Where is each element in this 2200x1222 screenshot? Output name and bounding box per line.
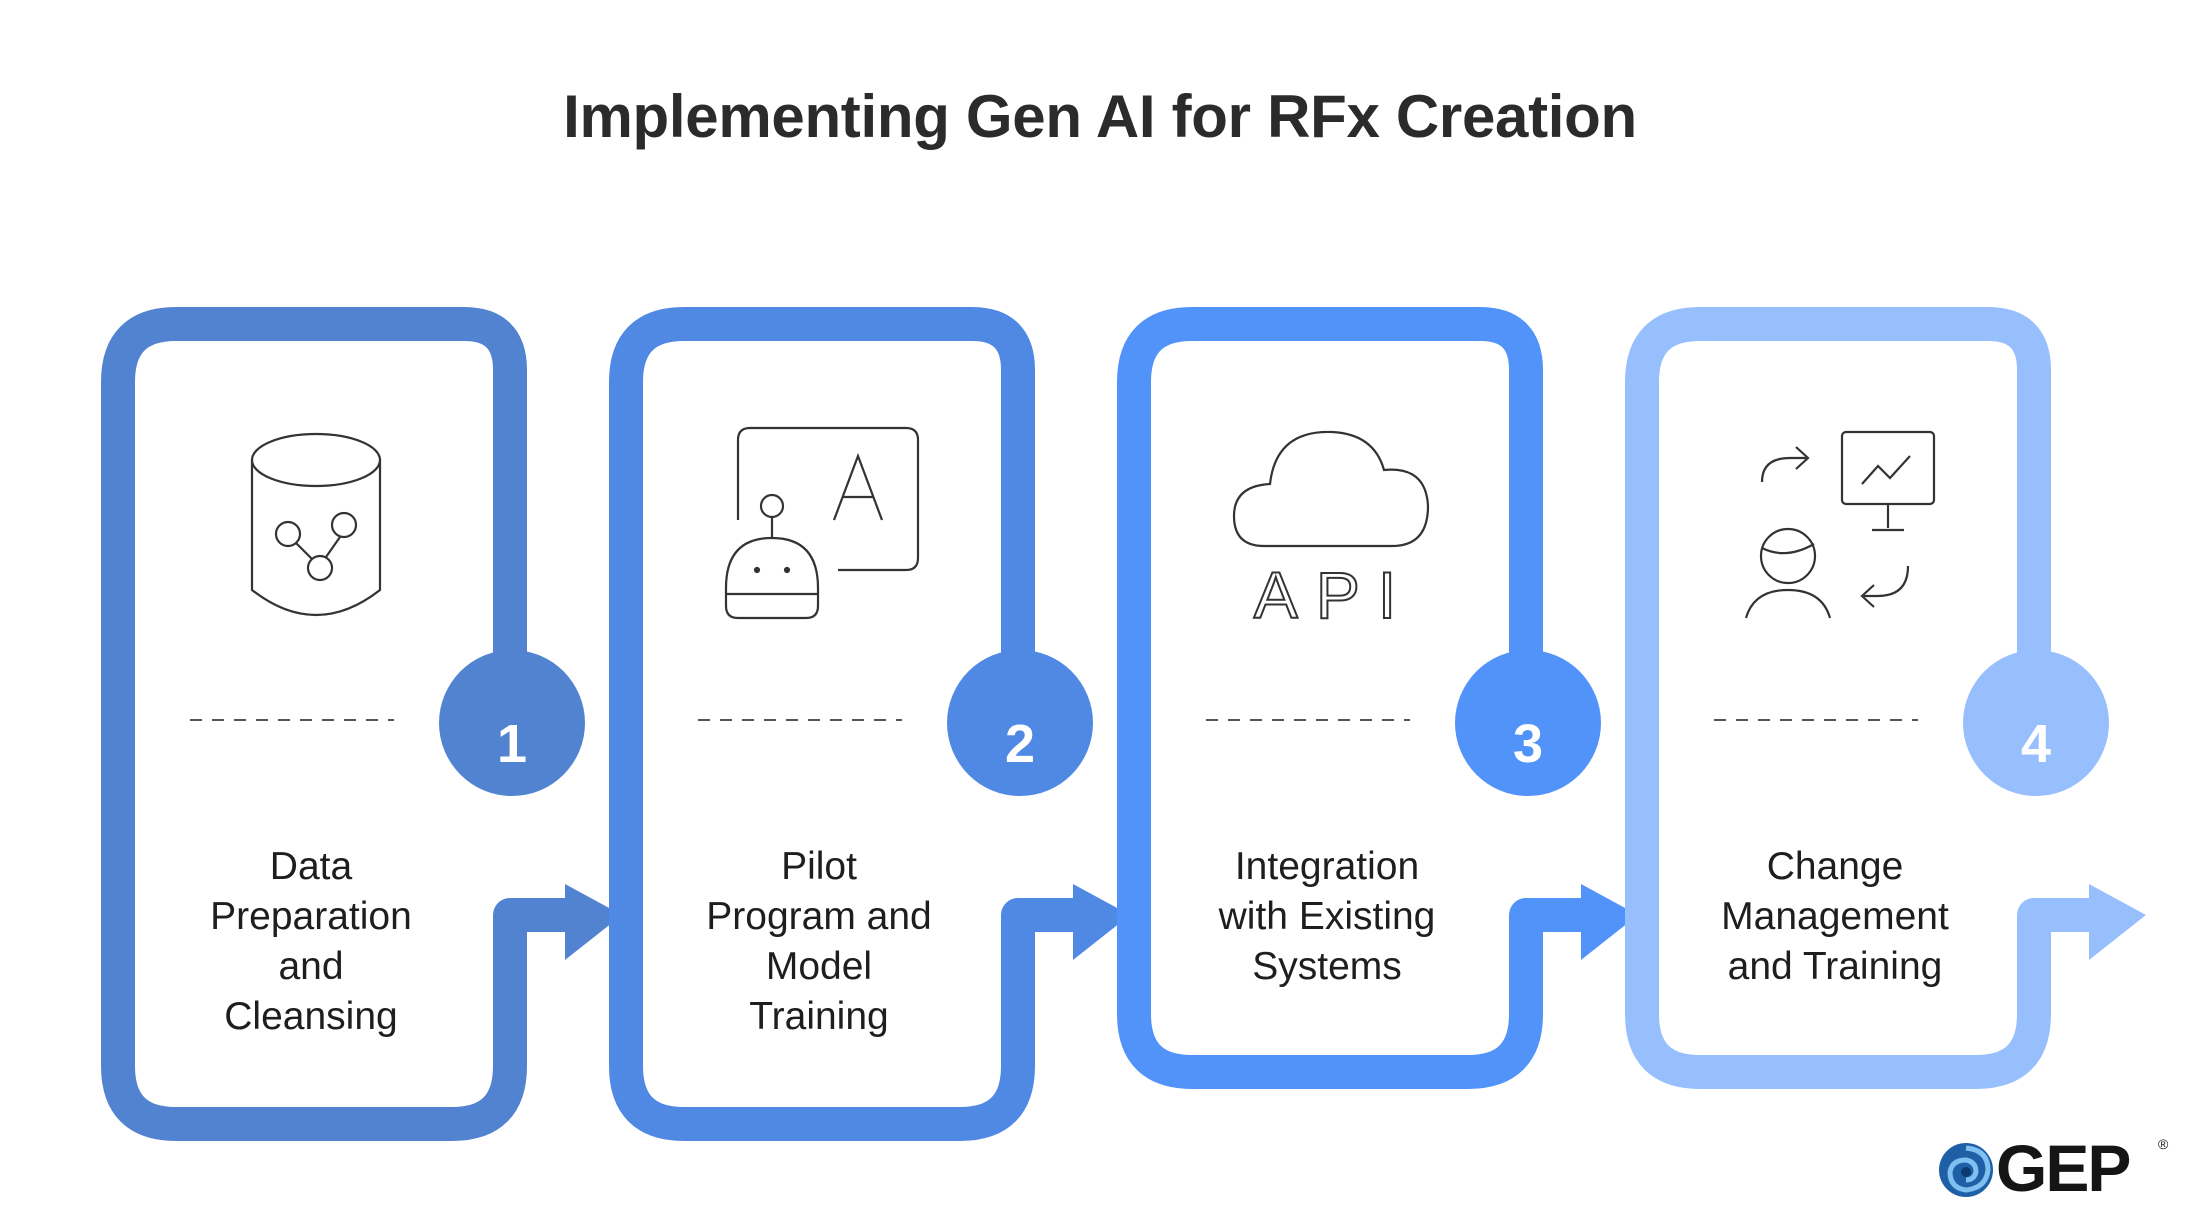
step-4-label-line: Change [1766, 845, 1904, 888]
step-1-label-line: Preparation [210, 895, 412, 938]
step-3-number-badge [1455, 650, 1601, 796]
step-1-arrow-head [565, 884, 622, 960]
database-network-icon [250, 432, 382, 616]
step-3-arrow-head [1581, 884, 1638, 960]
step-4-label-line: Management [1721, 895, 1949, 938]
step-1-number-badge [439, 650, 585, 796]
step-3-label-line: Systems [1252, 945, 1402, 988]
step-2-frame [609, 307, 1073, 1141]
step-4-arrow-head [2089, 884, 2146, 960]
step-1-number: 1 [497, 714, 527, 774]
step-2-number: 2 [1005, 714, 1035, 774]
step-2-label-line: Program and [706, 895, 932, 938]
step-2-label: Pilot Program and Model Training [639, 842, 999, 1042]
step-2-number-badge [947, 650, 1093, 796]
step-2-label-line: Training [749, 995, 889, 1038]
step-1-label: Data Preparation and Cleansing [131, 842, 491, 1042]
step-2-label-line: Pilot [781, 845, 857, 888]
step-4-card: 4 [1625, 307, 2146, 1089]
gep-swirl-icon [1939, 1143, 1993, 1197]
step-2-label-line: Model [765, 945, 873, 988]
cloud-api-label: API [1254, 558, 1414, 632]
step-1-label-line: and [278, 945, 344, 988]
page-title: Implementing Gen AI for RFx Creation [563, 83, 1637, 150]
step-2-arrow-head [1073, 884, 1130, 960]
step-3-card: 3 API [1117, 307, 1638, 1089]
person-presentation-icon [1744, 430, 1936, 619]
step-3-frame [1117, 307, 1581, 1089]
step-1-label-line: Data [269, 845, 353, 888]
step-4-label-line: and Training [1727, 945, 1943, 988]
gep-logo-registered-mark: ® [2158, 1136, 2169, 1152]
cloud-api-icon: API [1232, 430, 1430, 633]
robot-chat-icon [724, 426, 920, 620]
step-1-card: 1 [101, 307, 622, 1141]
step-1-frame [101, 307, 565, 1141]
step-4-frame [1625, 307, 2089, 1089]
step-4-label: Change Management and Training [1655, 842, 2015, 992]
step-2-card: 2 [609, 307, 1130, 1141]
step-3-number: 3 [1513, 714, 1543, 774]
step-3-label: Integration with Existing Systems [1147, 842, 1507, 992]
gep-logo: GEP ® [1936, 1131, 2176, 1206]
step-4-number-badge [1963, 650, 2109, 796]
step-4-number: 4 [2021, 714, 2051, 774]
step-3-label-line: Integration [1234, 845, 1420, 888]
step-3-label-line: with Existing [1218, 895, 1436, 938]
gep-logo-text: GEP [1996, 1131, 2131, 1205]
step-1-label-line: Cleansing [224, 995, 398, 1038]
